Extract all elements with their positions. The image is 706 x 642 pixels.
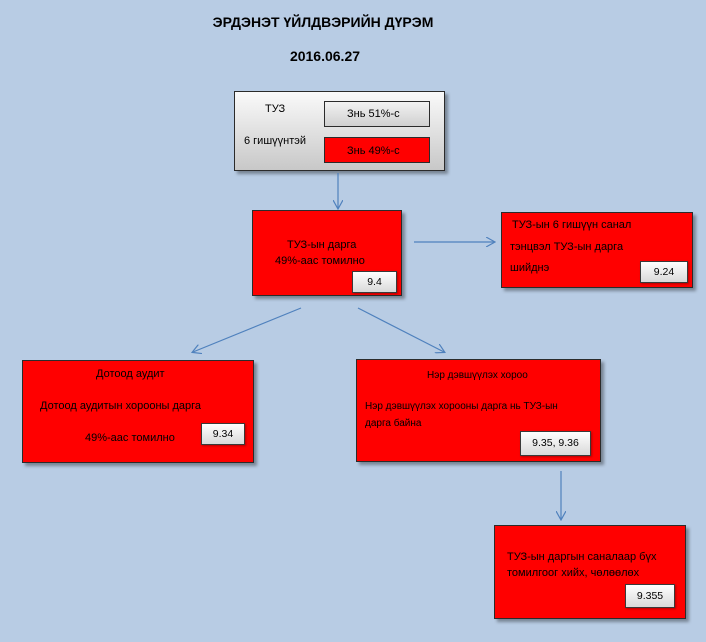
tie-vote-article-ref: 9.24: [640, 261, 688, 283]
appointments-article-ref: 9.355: [625, 584, 675, 608]
tie-vote-line1: ТУЗ-ын 6 гишүүн санал: [512, 219, 632, 231]
nomination-committee-title: Нэр дэвшүүлэх хороо: [427, 370, 528, 381]
arrow-chairman-to-nomination: [357, 307, 444, 352]
board-box: ТУЗ 6 гишүүнтэй Знь 51%-с Знь 49%-с: [234, 91, 445, 171]
arrow-chairman-to-audit: [193, 307, 302, 352]
internal-audit-box: Дотоод аудит Дотоод аудитын хорооны дарг…: [22, 360, 254, 463]
page-date: 2016.06.27: [289, 48, 361, 64]
chairman-article-ref: 9.4: [352, 271, 397, 293]
nomination-chair-line2: дарга байна: [365, 418, 422, 429]
page-title: ЭРДЭНЭТ ҮЙЛДВЭРИЙН ДҮРЭМ: [212, 14, 434, 30]
share-49-box: Знь 49%-с: [324, 137, 430, 163]
nomination-committee-box: Нэр дэвшүүлэх хороо Нэр дэвшүүлэх хороон…: [356, 359, 601, 462]
appointments-line1: ТУЗ-ын даргын саналаар бүх: [507, 551, 657, 563]
tie-vote-line2: тэнцвэл ТУЗ-ын дарга: [510, 241, 624, 253]
audit-appointment: 49%-аас томилно: [85, 432, 175, 444]
chairman-title: ТУЗ-ын дарга: [287, 239, 357, 251]
share-51-box: Знь 51%-с: [324, 101, 430, 127]
tie-vote-box: ТУЗ-ын 6 гишүүн санал тэнцвэл ТУЗ-ын дар…: [501, 212, 693, 288]
share-49-label: Знь 49%-с: [347, 145, 400, 157]
board-members: 6 гишүүнтэй: [244, 135, 307, 147]
chairman-box: ТУЗ-ын дарга 49%-аас томилно 9.4: [252, 210, 402, 296]
nomination-article-ref: 9.35, 9.36: [520, 431, 591, 456]
appointments-line2: томилгоог хийх, чөлөөлөх: [507, 567, 640, 579]
tie-vote-line3: шийднэ: [510, 262, 550, 274]
appointments-box: ТУЗ-ын даргын саналаар бүх томилгоог хий…: [494, 525, 686, 619]
internal-audit-title: Дотоод аудит: [96, 368, 165, 380]
chairman-appointment: 49%-аас томилно: [275, 255, 365, 267]
board-label: ТУЗ: [265, 103, 286, 115]
share-51-label: Знь 51%-с: [347, 108, 400, 120]
nomination-chair-line1: Нэр дэвшүүлэх хорооны дарга нь ТУЗ-ын: [365, 401, 558, 412]
audit-committee-chair: Дотоод аудитын хорооны дарга: [40, 400, 202, 412]
audit-article-ref: 9.34: [201, 423, 245, 445]
